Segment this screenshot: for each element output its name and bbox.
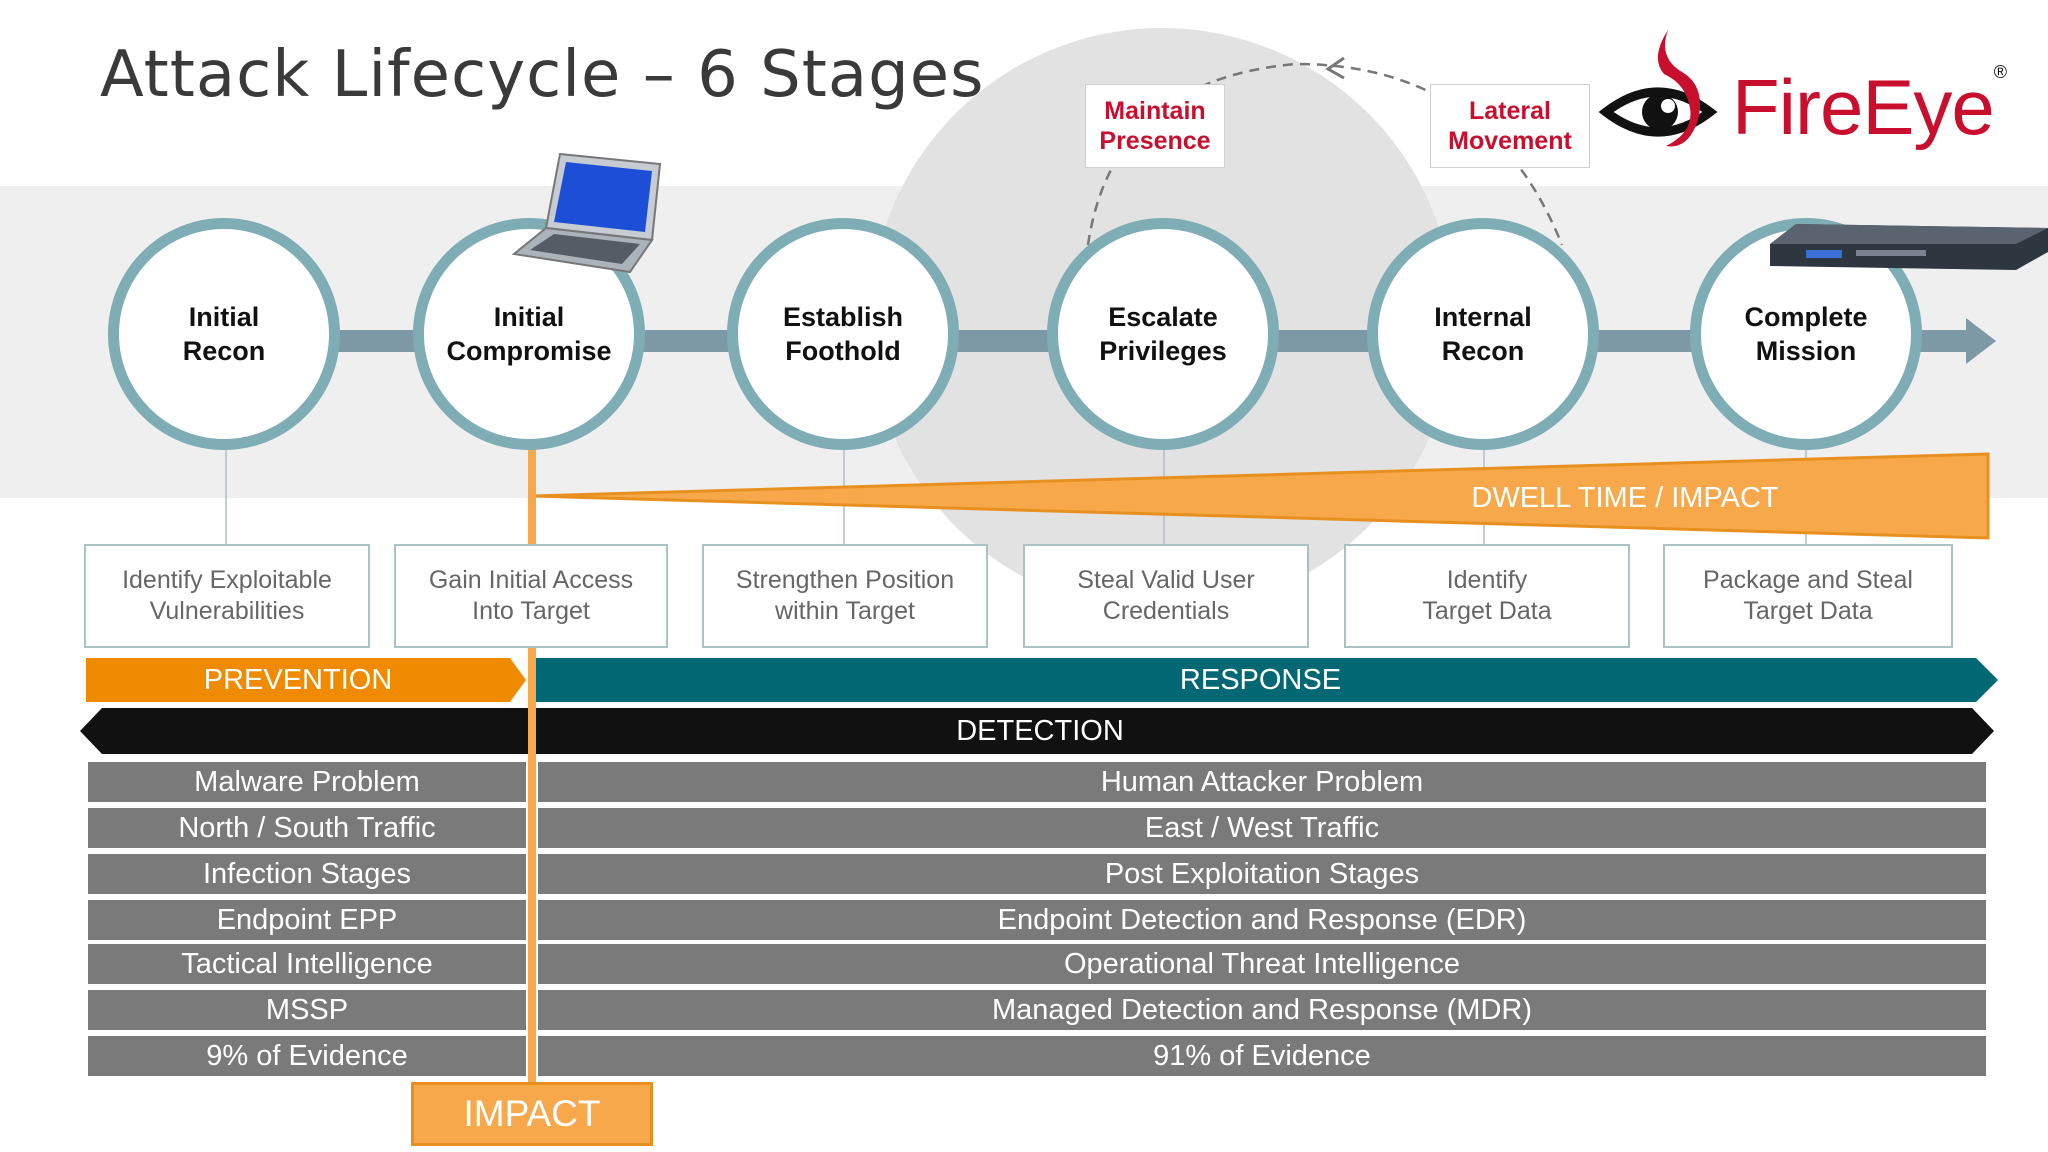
registered-mark: ® [1993, 62, 2007, 82]
loop-arrowhead [1325, 56, 1345, 80]
dwell-time-wedge [532, 452, 1990, 540]
response-ribbon-shape [535, 658, 1998, 702]
row-right-post-exploitation: Post Exploitation Stages [538, 854, 1986, 894]
activity-identify-target-data: Identify Target Data [1344, 544, 1630, 648]
dwell-time-label: DWELL TIME / IMPACT [1471, 481, 1779, 514]
activity-package-steal-data: Package and Steal Target Data [1663, 544, 1953, 648]
row-left-tactical-intel: Tactical Intelligence [88, 944, 526, 984]
row-left-endpoint-epp: Endpoint EPP [88, 900, 526, 940]
fireeye-wordmark-text: FireEye [1732, 63, 1995, 151]
stage-escalate-privileges: Escalate Privileges [1047, 218, 1279, 450]
activity-steal-credentials: Steal Valid User Credentials [1023, 544, 1309, 648]
fireeye-logo: FireEye® [1598, 28, 2038, 168]
activity-identify-vulnerabilities: Identify Exploitable Vulnerabilities [84, 544, 370, 648]
impact-line [528, 446, 536, 1084]
row-right-mdr: Managed Detection and Response (MDR) [538, 990, 1986, 1030]
row-right-human-attacker: Human Attacker Problem [538, 762, 1986, 802]
prevention-label: PREVENTION [203, 663, 393, 696]
server-appliance-icon [1770, 224, 2048, 270]
row-left-mssp: MSSP [88, 990, 526, 1030]
row-left-evidence: 9% of Evidence [88, 1036, 526, 1076]
lateral-movement-label: Lateral Movement [1430, 84, 1590, 168]
impact-label: IMPACT [411, 1082, 653, 1146]
row-right-edr: Endpoint Detection and Response (EDR) [538, 900, 1986, 940]
page-title: Attack Lifecycle – 6 Stages [100, 38, 985, 112]
row-right-east-west: East / West Traffic [538, 808, 1986, 848]
stage-establish-foothold: Establish Foothold [727, 218, 959, 450]
detection-ribbon-shape [80, 708, 1994, 754]
row-right-evidence: 91% of Evidence [538, 1036, 1986, 1076]
laptop-icon [511, 152, 662, 274]
row-left-north-south: North / South Traffic [88, 808, 526, 848]
row-left-infection-stages: Infection Stages [88, 854, 526, 894]
detection-label: DETECTION [956, 714, 1124, 747]
maintain-presence-label: Maintain Presence [1085, 84, 1225, 168]
lifecycle-arrowhead [1966, 318, 1996, 364]
stage-initial-recon: Initial Recon [108, 218, 340, 450]
activity-strengthen-position: Strengthen Position within Target [702, 544, 988, 648]
prevention-ribbon-shape [86, 658, 526, 702]
activity-gain-initial-access: Gain Initial Access Into Target [394, 544, 668, 648]
row-left-malware: Malware Problem [88, 762, 526, 802]
response-label: RESPONSE [1179, 663, 1342, 696]
fireeye-eye-flame-icon [1598, 30, 1718, 147]
fireeye-wordmark: FireEye® [1732, 62, 2007, 153]
row-right-operational-intel: Operational Threat Intelligence [538, 944, 1986, 984]
stage-internal-recon: Internal Recon [1367, 218, 1599, 450]
